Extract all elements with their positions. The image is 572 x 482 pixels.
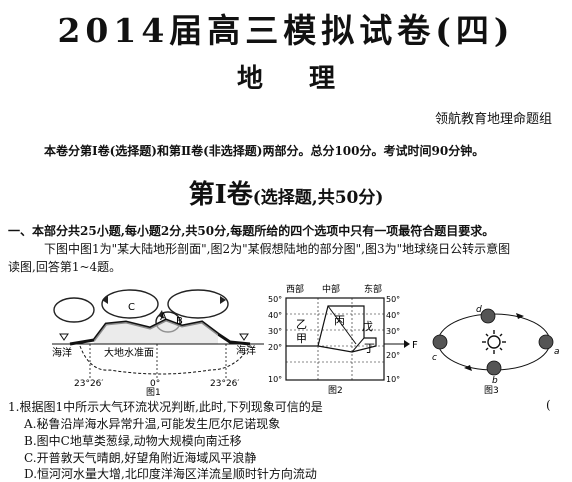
fig1-label-a: A <box>160 312 167 323</box>
fig3-label-d: d <box>476 305 482 315</box>
svg-text:30°: 30° <box>386 327 400 336</box>
exam-title: 2014届高三模拟试卷(四) <box>57 11 515 50</box>
section-instruction: 一、本部分共25小题,每小题2分,共50分,每题所给的四个选项中只有一项最符合题… <box>8 224 495 238</box>
fig1-label-left-ocean: 海洋 <box>52 346 72 359</box>
fig1-lat-right: 23°26′ <box>210 379 239 389</box>
fig2-label-west: 西部 <box>286 283 304 295</box>
fig1-caption: 图1 <box>146 387 161 396</box>
svg-text:30°: 30° <box>268 327 282 336</box>
fig2-label-ding: 丁 <box>364 342 375 355</box>
option-d: D.恒河河水量大增,北印度洋海区洋流呈顺时针方向流动 <box>24 467 317 481</box>
option-c: C.开普敦天气晴朗,好望角附近海域风平浪静 <box>24 451 257 465</box>
circulation-cell-far-left <box>53 297 95 323</box>
fig2-label-east: 东部 <box>364 283 382 295</box>
figure-3-earth-orbit: d a b c 图3 <box>432 305 560 396</box>
circulation-cell-right <box>167 289 229 319</box>
option-a: A.秘鲁沿岸海水异常升温,可能发生厄尔尼诺现象 <box>24 417 281 431</box>
fig2-lat-left: 50° 40° 30° 20° 10° <box>268 295 282 384</box>
svg-text:20°: 20° <box>268 343 282 352</box>
part-heading-main: 第Ⅰ卷 <box>188 180 253 210</box>
fig3-label-a: a <box>554 347 560 357</box>
fig2-label-f: F <box>412 340 418 351</box>
svg-text:10°: 10° <box>386 375 400 384</box>
svg-text:50°: 50° <box>386 295 400 304</box>
figure-intro-line1: 下图中图1为"某大陆地形剖面",图2为"某假想陆地的部分图",图3为"地球绕日公… <box>44 242 511 256</box>
fig3-caption: 图3 <box>484 385 499 396</box>
fig2-label-jia: 甲 <box>296 332 307 345</box>
earth-positions <box>432 308 554 376</box>
part-heading-sub: (选择题,共50分) <box>252 188 384 208</box>
fig2-label-bing: 丙 <box>334 314 345 327</box>
fig1-label-geoid: 大地水准面 <box>104 346 154 359</box>
figure-2-hypothetical-land: 西部 中部 东部 F 乙 甲 丙 戊 丁 50° 40° 30° 20° 10°… <box>268 283 418 396</box>
fig1-label-right-ocean: 海洋 <box>236 344 256 357</box>
earth-icon-a <box>538 334 554 350</box>
fig1-label-c: C <box>128 302 135 313</box>
svg-text:20°: 20° <box>386 351 400 360</box>
fig3-label-b: b <box>492 376 498 386</box>
earth-icon-d <box>480 308 496 324</box>
subject-title: 地理 <box>236 64 381 94</box>
fig1-label-b: B <box>176 316 183 327</box>
fig2-lat-right: 50° 40° 30° 20° 10° <box>386 295 400 384</box>
svg-text:10°: 10° <box>268 375 282 384</box>
part-heading: 第Ⅰ卷(选择题,共50分) <box>0 174 572 211</box>
svg-text:40°: 40° <box>386 311 400 320</box>
answer-paren: ( <box>546 398 551 412</box>
geoid-line <box>79 345 251 375</box>
earth-icon-c <box>432 334 448 350</box>
fig3-label-c: c <box>432 353 437 363</box>
fig1-lat-left: 23°26′ <box>74 379 103 389</box>
sun-icon <box>482 330 506 354</box>
fig2-label-middle: 中部 <box>322 283 340 295</box>
figure-intro-line2: 读图,回答第1~4题。 <box>8 260 122 274</box>
fig2-caption: 图2 <box>328 385 343 396</box>
fig2-label-wu: 戊 <box>362 320 373 333</box>
earth-icon-b <box>486 360 502 376</box>
fig1-lat-mid: 0° <box>150 379 160 389</box>
exam-notice: 本卷分第Ⅰ卷(选择题)和第Ⅱ卷(非选择题)两部分。总分100分。考试时间90分钟… <box>44 144 485 158</box>
svg-text:40°: 40° <box>268 311 282 320</box>
fig2-label-yi: 乙 <box>296 318 307 331</box>
svg-text:50°: 50° <box>268 295 282 304</box>
figure-1-terrain-profile: C A B 海洋 海洋 大地水准面 23°26′ 0° 23°26′ 图1 <box>52 289 264 396</box>
question-1-stem: 1.根据图1中所示大气环流状况判断,此时,下列现象可信的是 <box>8 400 323 414</box>
author-line: 领航教育地理命题组 <box>434 112 552 127</box>
circulation-cell-left <box>101 289 159 319</box>
option-b: B.图中C地草类葱绿,动物大规模向南迁移 <box>24 434 242 448</box>
